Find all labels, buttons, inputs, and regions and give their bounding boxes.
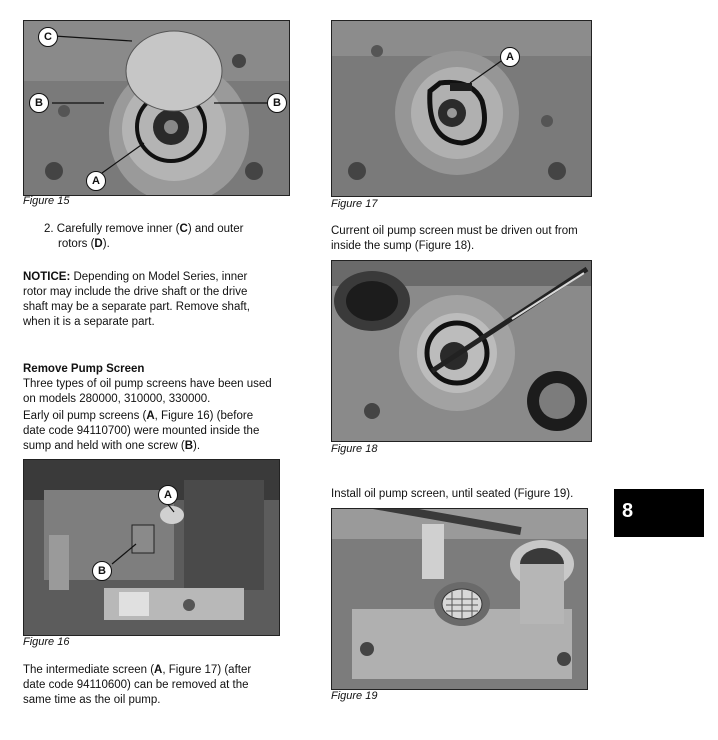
figure-15-caption: Figure 15 — [23, 195, 70, 207]
notice-paragraph: NOTICE: Depending on Model Series, inner… — [23, 270, 303, 330]
early-line-1a: Early oil pump screens ( — [23, 410, 147, 422]
notice-line-3: shaft may be a separate part. Remove sha… — [23, 301, 250, 313]
intermediate-line-1a: The intermediate screen ( — [23, 664, 155, 676]
install-line: Install oil pump screen, until seated (F… — [331, 488, 574, 500]
callout-a: A — [158, 485, 178, 505]
section-tab: 8 — [614, 489, 704, 537]
notice-label: NOTICE: — [23, 271, 71, 283]
figure-19-photo — [331, 508, 588, 690]
step-2-mid: ) and outer — [187, 223, 244, 235]
step-2-prefix: 2. Carefully remove inner ( — [44, 223, 180, 235]
callout-c: C — [38, 27, 58, 47]
notice-line-4: when it is a separate part. — [23, 316, 155, 328]
figure-17-caption: Figure 17 — [331, 198, 378, 210]
early-line-3a: sump and held with one screw ( — [23, 440, 185, 452]
callout-b: B — [92, 561, 112, 581]
key-a: A — [146, 410, 155, 422]
callout-b: B — [29, 93, 49, 113]
figure-18-photo — [331, 260, 592, 442]
section-heading: Remove Pump Screen — [23, 363, 145, 375]
callout-b: B — [267, 93, 287, 113]
current-line-2: inside the sump (Figure 18). — [331, 240, 475, 252]
early-line-2: date code 94110700) were mounted inside … — [23, 425, 260, 437]
early-line-1b: , Figure 16) (before — [154, 410, 254, 422]
install-paragraph: Install oil pump screen, until seated (F… — [331, 487, 616, 502]
current-paragraph: Current oil pump screen must be driven o… — [331, 224, 611, 254]
early-line-3b: ). — [193, 440, 201, 452]
figure-18-caption: Figure 18 — [331, 443, 378, 455]
early-paragraph: Early oil pump screens (A, Figure 16) (b… — [23, 409, 308, 454]
intermediate-line-2: date code 94110600) can be removed at th… — [23, 679, 249, 691]
intro-line-2: on models 280000, 310000, 330000. — [23, 393, 211, 405]
figure-16-photo: A B — [23, 459, 280, 636]
key-b: B — [184, 440, 194, 452]
intro-paragraph: Three types of oil pump screens have bee… — [23, 377, 308, 407]
intermediate-paragraph: The intermediate screen (A, Figure 17) (… — [23, 663, 308, 708]
callout-a: A — [86, 171, 106, 191]
figure-15-photo: C B B A — [23, 20, 290, 196]
section-tab-number: 8 — [622, 500, 634, 522]
intermediate-line-1b: , Figure 17) (after — [162, 664, 252, 676]
figure-16-caption: Figure 16 — [23, 636, 70, 648]
intermediate-line-3: same time as the oil pump. — [23, 694, 161, 706]
step-2-text: 2. Carefully remove inner (C) and outer … — [44, 222, 284, 252]
key-a: A — [154, 664, 163, 676]
callout-a: A — [500, 47, 520, 67]
step-2-end: ). — [102, 238, 110, 250]
key-d: D — [94, 238, 103, 250]
intro-line-1: Three types of oil pump screens have bee… — [23, 378, 272, 390]
current-line-1: Current oil pump screen must be driven o… — [331, 225, 578, 237]
notice-line-2: rotor may include the drive shaft or the… — [23, 286, 248, 298]
figure-19-caption: Figure 19 — [331, 690, 378, 702]
figure-17-photo: A — [331, 20, 592, 197]
key-c: C — [179, 223, 188, 235]
step-2-line2: rotors ( — [58, 238, 95, 250]
notice-line-1: Depending on Model Series, inner — [70, 271, 248, 283]
